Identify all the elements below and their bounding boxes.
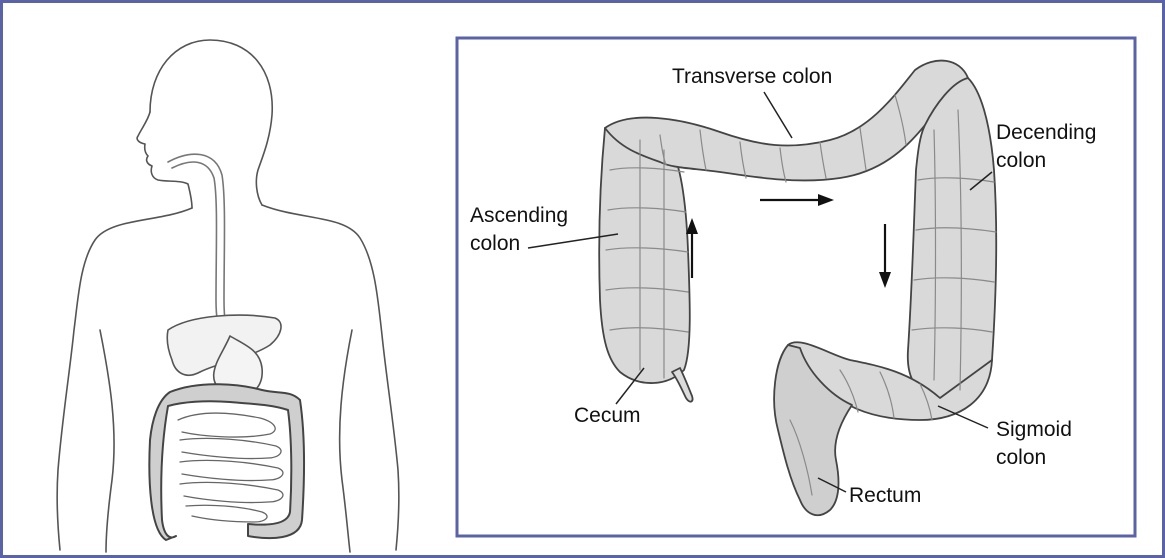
face-profile [137, 112, 192, 208]
label-sigmoid-line2: colon [996, 446, 1046, 469]
label-cecum: Cecum [574, 404, 641, 427]
left-shoulder-arm [57, 208, 192, 550]
torso-left-side [100, 330, 114, 552]
torso-right-side [340, 330, 352, 552]
right-shoulder-arm [262, 205, 399, 550]
label-ascending-line2: colon [470, 232, 520, 255]
body-large-intestine [149, 384, 304, 540]
label-transverse-colon: Transverse colon [672, 65, 832, 88]
label-descending-line2: colon [996, 149, 1046, 172]
label-descending-line1: Decending [996, 121, 1096, 144]
label-ascending-line1: Ascending [470, 204, 568, 227]
label-rectum: Rectum [849, 484, 921, 507]
label-sigmoid-line1: Sigmoid [996, 418, 1072, 441]
body-illustration [57, 40, 399, 552]
body-small-intestine [178, 413, 283, 522]
